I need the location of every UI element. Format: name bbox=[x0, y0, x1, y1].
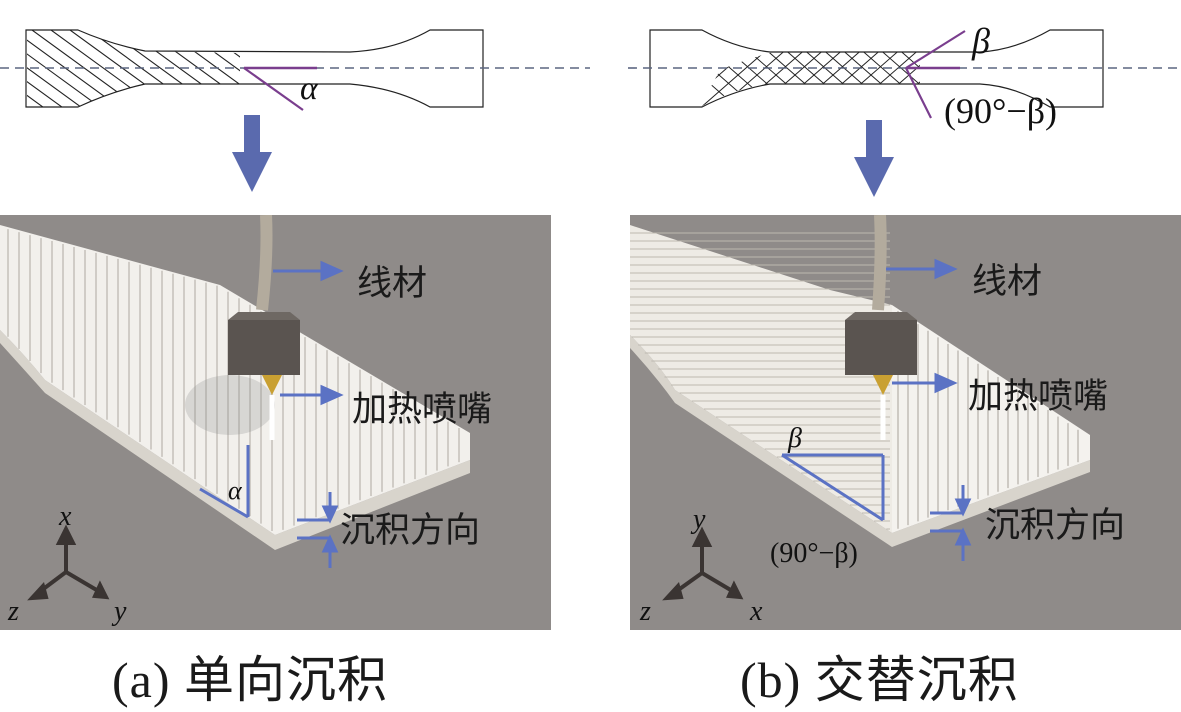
panel-a-caption: (a) 单向沉积 bbox=[112, 652, 388, 708]
angle-complement-line bbox=[905, 67, 932, 119]
axis-up-label: x bbox=[58, 501, 72, 532]
crosshatch-line bbox=[735, 52, 817, 107]
angle-alpha-label: α bbox=[300, 70, 319, 107]
dogbone-outline bbox=[25, 29, 484, 108]
nozzle-tip bbox=[873, 375, 893, 395]
nozzle-shadow bbox=[185, 375, 275, 435]
crosshatch-line bbox=[811, 52, 893, 107]
angle-beta-line bbox=[905, 30, 966, 69]
filament-label: 线材 bbox=[972, 262, 1042, 302]
nozzle-block bbox=[228, 320, 300, 375]
down-arrow-icon bbox=[232, 115, 272, 192]
crosshatch-line bbox=[700, 52, 741, 107]
panel-b-render: β (90°−β) 线材 加热喷嘴 沉积方向 y z x bbox=[630, 215, 1181, 630]
axis-up-label: y bbox=[690, 504, 706, 535]
hatch-line bbox=[0, 30, 9, 110]
axis-right-label: y bbox=[111, 596, 127, 627]
crosshatch-line bbox=[700, 52, 741, 107]
nozzle-label: 加热喷嘴 bbox=[352, 390, 492, 430]
coordinate-axes-icon bbox=[27, 524, 110, 601]
beta-edge-line bbox=[781, 453, 884, 522]
filament-tube bbox=[872, 215, 887, 311]
panel-a-specimen-diagram: α bbox=[0, 29, 590, 192]
dogbone-outline bbox=[649, 29, 1104, 108]
hatch-line bbox=[27, 30, 67, 107]
scene-alpha-label: α bbox=[228, 476, 243, 505]
crosshatch-line bbox=[754, 52, 836, 107]
panel-a-render: α 线材 加热喷嘴 沉积方向 x z y bbox=[0, 215, 551, 630]
down-arrow-icon bbox=[854, 120, 894, 197]
alpha-edge-line bbox=[199, 487, 249, 519]
crosshatch-line bbox=[849, 52, 920, 107]
hatch-line bbox=[27, 30, 48, 107]
crosshatch-line bbox=[830, 52, 912, 107]
deposition-direction-label: 沉积方向 bbox=[985, 506, 1125, 546]
unidirectional-hatch bbox=[0, 30, 351, 110]
hatch-line bbox=[27, 30, 105, 107]
filament-ridges bbox=[7, 229, 460, 531]
nozzle-label: 加热喷嘴 bbox=[968, 377, 1108, 417]
axis-right-label: x bbox=[749, 596, 763, 627]
filament-label: 线材 bbox=[357, 264, 427, 304]
angle-raster-line bbox=[243, 67, 304, 111]
angle-complement-label: (90°−β) bbox=[944, 91, 1057, 131]
crosshatch-line bbox=[792, 52, 874, 107]
coordinate-axes-icon bbox=[662, 526, 744, 601]
nozzle-block bbox=[845, 320, 917, 375]
scene-beta-label: β bbox=[787, 423, 802, 454]
axis-left-label: z bbox=[639, 596, 651, 627]
horizontal-filament-ridges bbox=[630, 232, 890, 530]
axis-left-label: z bbox=[7, 596, 19, 627]
panel-b-specimen-diagram: β (90°−β) bbox=[628, 21, 1181, 197]
hatch-line bbox=[27, 30, 29, 107]
nozzle-tip bbox=[262, 375, 282, 395]
angle-beta-label: β bbox=[971, 21, 990, 61]
scene-complement-label: (90°−β) bbox=[770, 538, 858, 569]
printed-part-top-vertical bbox=[892, 305, 1090, 533]
deposition-direction-label: 沉积方向 bbox=[340, 511, 480, 551]
crosshatch-line bbox=[773, 52, 855, 107]
panel-b-caption: (b) 交替沉积 bbox=[740, 652, 1019, 708]
hatch-line bbox=[241, 30, 351, 110]
vertical-filament-ridges bbox=[897, 310, 1079, 529]
filament-tube bbox=[256, 215, 273, 311]
hatch-line bbox=[27, 30, 86, 107]
